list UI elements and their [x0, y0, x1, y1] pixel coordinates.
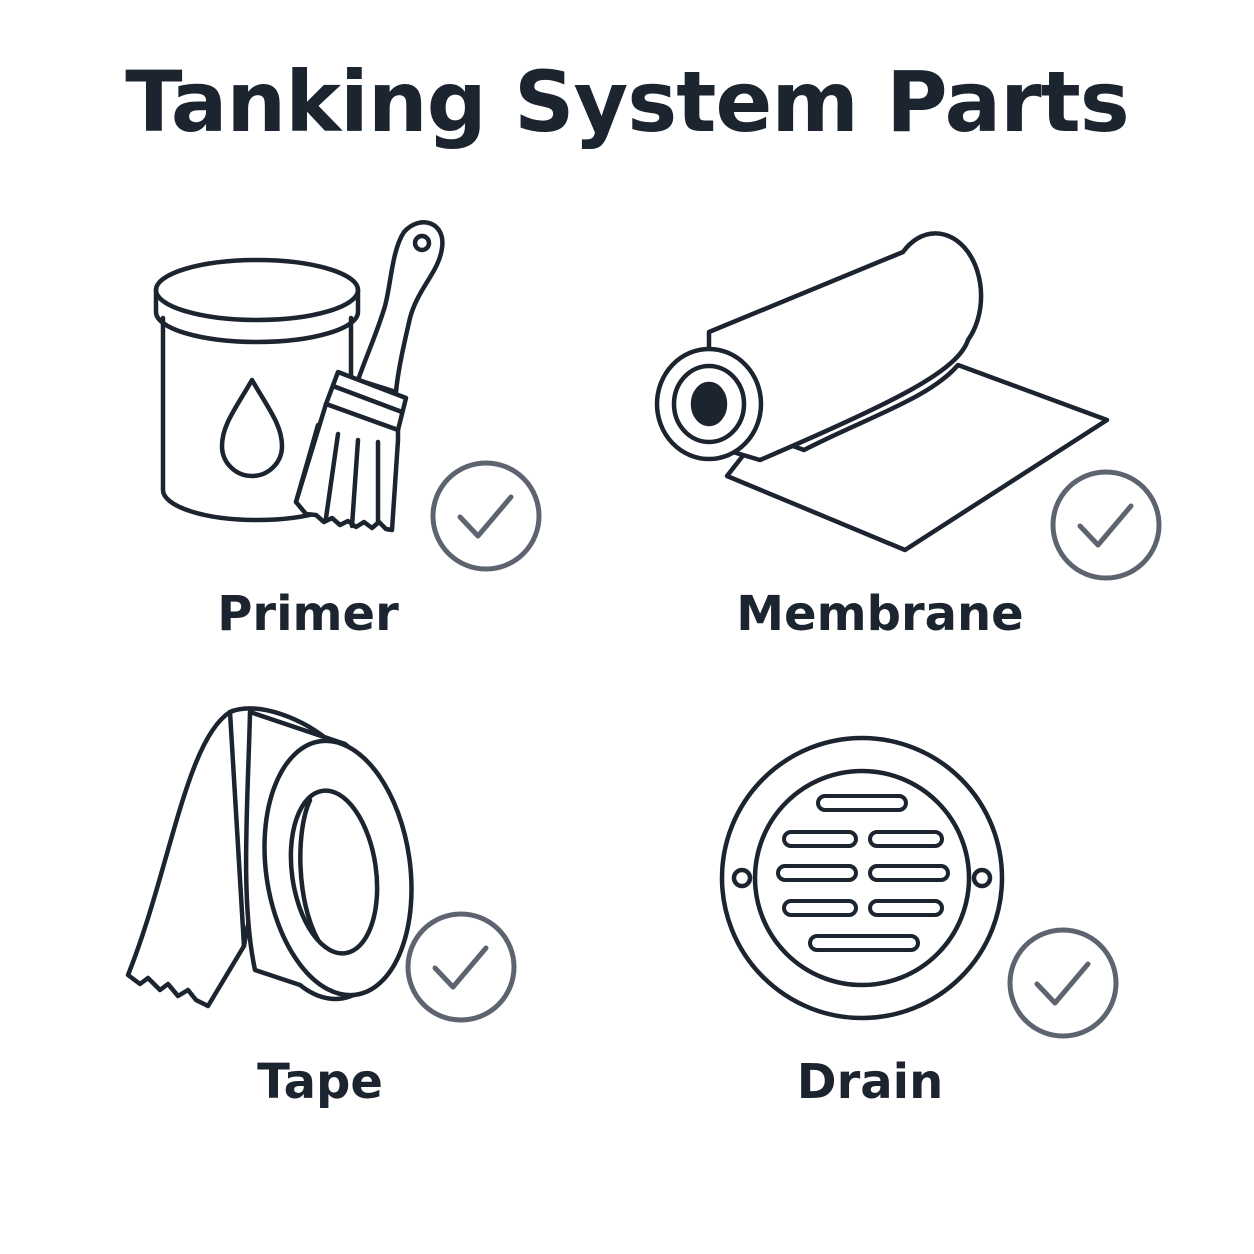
page-title: Tanking System Parts: [125, 53, 1130, 151]
membrane-roll-icon: [654, 231, 1110, 553]
check-circle-icon: [1050, 469, 1162, 581]
paint-can: [153, 257, 361, 523]
check-circle-icon: [405, 911, 517, 1023]
paint-brush: [293, 220, 445, 533]
tape-roll-icon: [125, 706, 414, 1009]
part-label-membrane: Membrane: [736, 586, 1024, 642]
floor-drain-icon: [719, 735, 1005, 1021]
droplet-icon: [219, 377, 285, 479]
paint-can-brush-icon: [153, 220, 445, 533]
part-label-tape: Tape: [257, 1054, 383, 1110]
part-label-drain: Drain: [796, 1054, 944, 1110]
check-circle-icon: [430, 460, 542, 572]
check-circle-icon: [1007, 927, 1119, 1039]
drain-slots: [776, 794, 950, 952]
part-label-primer: Primer: [217, 586, 399, 642]
